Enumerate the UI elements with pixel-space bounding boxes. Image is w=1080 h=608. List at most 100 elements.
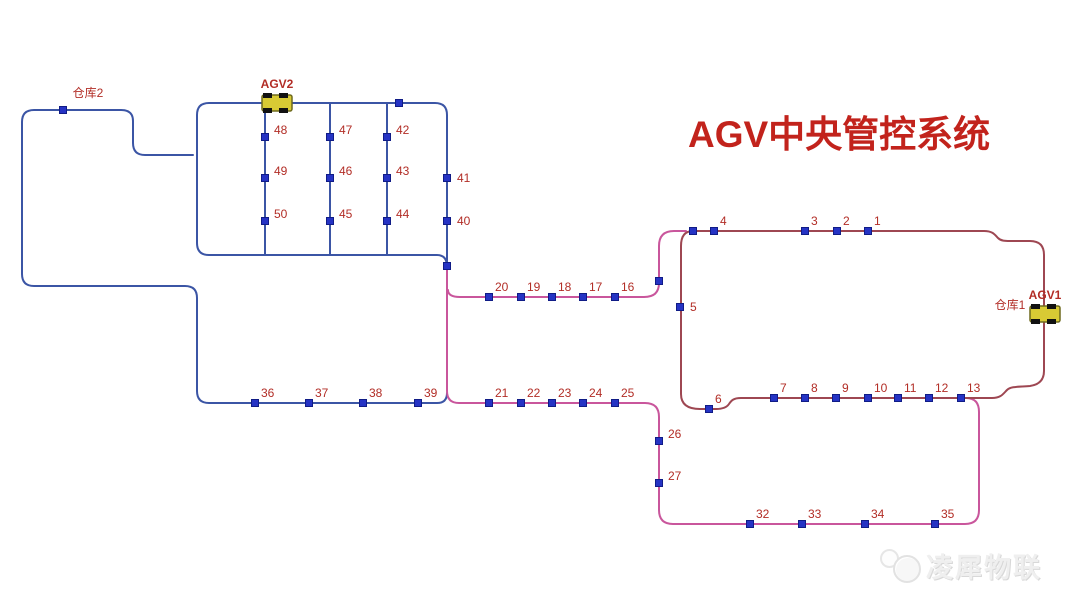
waypoint-node-32[interactable] xyxy=(746,520,754,528)
waypoint-node-4[interactable] xyxy=(710,227,718,235)
waypoint-node-19[interactable] xyxy=(517,293,525,301)
waypoint-node-38[interactable] xyxy=(359,399,367,407)
waypoint-label-49: 49 xyxy=(274,164,288,178)
waypoint-node-25[interactable] xyxy=(611,399,619,407)
waypoint-node-46[interactable] xyxy=(326,174,334,182)
waypoint-node-16[interactable] xyxy=(611,293,619,301)
agv-wheel-AGV2-2 xyxy=(263,108,272,113)
waypoint-label-26: 26 xyxy=(668,427,682,441)
track-inner-loops-bottom xyxy=(196,147,448,268)
waypoint-node-2[interactable] xyxy=(833,227,841,235)
waypoint-node-24[interactable] xyxy=(579,399,587,407)
waypoint-node-26[interactable] xyxy=(655,437,663,445)
agv-wheel-AGV2-1 xyxy=(279,93,288,98)
waypoint-node-20[interactable] xyxy=(485,293,493,301)
waypoint-label-42: 42 xyxy=(396,123,410,137)
waypoint-node-21[interactable] xyxy=(485,399,493,407)
waypoint-node-42[interactable] xyxy=(383,133,391,141)
waypoint-label-17: 17 xyxy=(589,280,603,294)
waypoint-node-27[interactable] xyxy=(655,479,663,487)
waypoint-label-33: 33 xyxy=(808,507,822,521)
waypoint-node-35[interactable] xyxy=(931,520,939,528)
waypoint-node-3[interactable] xyxy=(801,227,809,235)
junction-node[interactable] xyxy=(655,277,663,285)
waypoint-node-49[interactable] xyxy=(261,174,269,182)
waypoint-label-6: 6 xyxy=(715,392,722,406)
watermark-logo-icon xyxy=(880,547,921,583)
waypoint-label-47: 47 xyxy=(339,123,353,137)
waypoint-node-39[interactable] xyxy=(414,399,422,407)
agv-body-AGV1[interactable] xyxy=(1029,305,1061,323)
waypoint-label-1: 1 xyxy=(874,214,881,228)
agv-body-AGV2[interactable] xyxy=(261,94,293,112)
waypoint-label-44: 44 xyxy=(396,207,410,221)
agv-wheel-AGV1-3 xyxy=(1047,319,1056,324)
waypoint-label-22: 22 xyxy=(527,386,541,400)
agv-label-AGV2: AGV2 xyxy=(261,77,294,91)
waypoint-node-1[interactable] xyxy=(864,227,872,235)
watermark: 凌犀物联 xyxy=(880,543,1070,587)
waypoint-label-39: 39 xyxy=(424,386,438,400)
waypoint-node-22[interactable] xyxy=(517,399,525,407)
waypoint-label-20: 20 xyxy=(495,280,509,294)
waypoint-node-40[interactable] xyxy=(443,217,451,225)
waypoint-node-36[interactable] xyxy=(251,399,259,407)
waypoint-node-9[interactable] xyxy=(832,394,840,402)
waypoint-label-11: 11 xyxy=(904,381,917,395)
agv-label-AGV1: AGV1 xyxy=(1029,288,1062,302)
waypoint-node-48[interactable] xyxy=(261,133,269,141)
waypoint-node-7[interactable] xyxy=(770,394,778,402)
waypoint-node-12[interactable] xyxy=(925,394,933,402)
agv-wheel-AGV1-1 xyxy=(1047,304,1056,309)
waypoint-node-45[interactable] xyxy=(326,217,334,225)
agv-wheel-AGV2-3 xyxy=(279,108,288,113)
waypoint-node-37[interactable] xyxy=(305,399,313,407)
waypoint-node-8[interactable] xyxy=(801,394,809,402)
waypoint-label-2: 2 xyxy=(843,214,850,228)
waypoint-label-10: 10 xyxy=(874,381,888,395)
waypoint-node-47[interactable] xyxy=(326,133,334,141)
waypoint-node-5[interactable] xyxy=(676,303,684,311)
waypoint-node-17[interactable] xyxy=(579,293,587,301)
waypoint-label-4: 4 xyxy=(720,214,727,228)
waypoint-label-40: 40 xyxy=(457,214,471,228)
waypoint-node-11[interactable] xyxy=(894,394,902,402)
waypoint-node-23[interactable] xyxy=(548,399,556,407)
waypoint-label-46: 46 xyxy=(339,164,353,178)
waypoint-node-18[interactable] xyxy=(548,293,556,301)
waypoint-node-13[interactable] xyxy=(957,394,965,402)
waypoint-node-41[interactable] xyxy=(443,174,451,182)
waypoint-label-5: 5 xyxy=(690,300,697,314)
waypoint-label-41: 41 xyxy=(457,171,471,185)
waypoint-node-34[interactable] xyxy=(861,520,869,528)
track-warehouse2-loop xyxy=(21,109,448,404)
warehouse-label-仓库2: 仓库2 xyxy=(73,85,104,100)
track-inner-loops-top-right xyxy=(196,102,448,273)
waypoint-label-8: 8 xyxy=(811,381,818,395)
waypoint-label-9: 9 xyxy=(842,381,849,395)
waypoint-node-10[interactable] xyxy=(864,394,872,402)
waypoint-node-33[interactable] xyxy=(798,520,806,528)
waypoint-node-44[interactable] xyxy=(383,217,391,225)
agv-wheel-AGV2-0 xyxy=(263,93,272,98)
waypoint-node-50[interactable] xyxy=(261,217,269,225)
waypoint-node-6[interactable] xyxy=(705,405,713,413)
waypoint-label-21: 21 xyxy=(495,386,509,400)
waypoint-label-37: 37 xyxy=(315,386,329,400)
waypoint-label-43: 43 xyxy=(396,164,410,178)
track-red-main-loop xyxy=(680,230,1045,410)
waypoint-label-50: 50 xyxy=(274,207,288,221)
waypoint-label-27: 27 xyxy=(668,469,682,483)
waypoint-label-34: 34 xyxy=(871,507,885,521)
waypoint-label-12: 12 xyxy=(935,381,949,395)
waypoint-label-32: 32 xyxy=(756,507,770,521)
agv-wheel-AGV1-0 xyxy=(1031,304,1040,309)
waypoint-node-43[interactable] xyxy=(383,174,391,182)
junction-node[interactable] xyxy=(689,227,697,235)
waypoint-label-38: 38 xyxy=(369,386,383,400)
waypoint-label-25: 25 xyxy=(621,386,635,400)
junction-node[interactable] xyxy=(443,262,451,270)
junction-node[interactable] xyxy=(395,99,403,107)
junction-node[interactable] xyxy=(59,106,67,114)
